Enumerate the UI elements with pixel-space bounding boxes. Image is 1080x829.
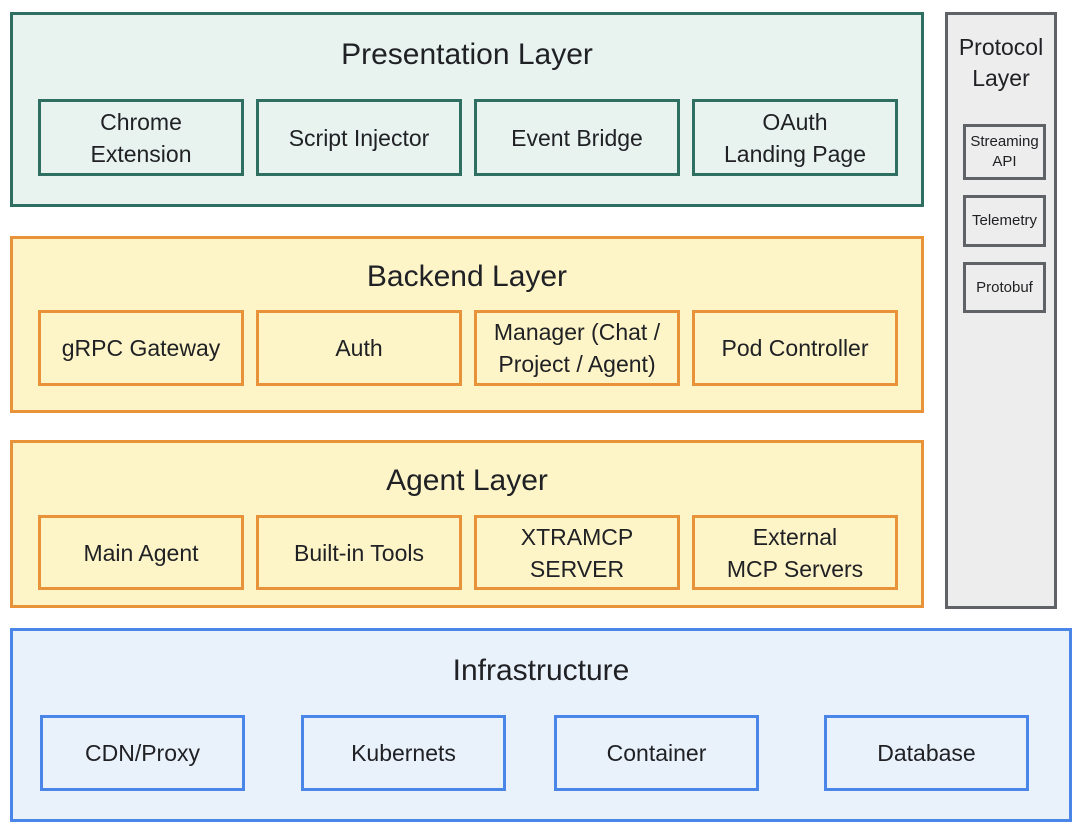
pod-controller-box: Pod Controller: [692, 310, 898, 386]
grpc-gateway-box: gRPC Gateway: [38, 310, 244, 386]
script-injector-box: Script Injector: [256, 99, 462, 176]
built-in-tools-box: Built-in Tools: [256, 515, 462, 590]
container-box: Container: [554, 715, 759, 791]
backend-layer-title: Backend Layer: [366, 260, 568, 293]
infrastructure-layer-title: Infrastructure: [452, 654, 630, 687]
kubernets-box: Kubernets: [301, 715, 506, 791]
presentation-layer-title: Presentation Layer: [341, 38, 593, 71]
agent-layer-title: Agent Layer: [386, 464, 548, 497]
event-bridge-box: Event Bridge: [474, 99, 680, 176]
auth-box: Auth: [256, 310, 462, 386]
streaming-api-box: Streaming API: [963, 124, 1046, 180]
backend-layer: Backend Layer gRPC Gateway Auth Manager …: [10, 236, 924, 413]
agent-layer: Agent Layer Main Agent Built-in Tools XT…: [10, 440, 924, 608]
xtramcp-server-box: XTRAMCP SERVER: [474, 515, 680, 590]
infrastructure-layer: Infrastructure CDN/Proxy Kubernets Conta…: [10, 628, 1072, 822]
protocol-layer-title: Protocol Layer: [958, 34, 1044, 91]
chrome-extension-box: Chrome Extension: [38, 99, 244, 176]
oauth-landing-page-box: OAuth Landing Page: [692, 99, 898, 176]
manager-box: Manager (Chat / Project / Agent): [474, 310, 680, 386]
telemetry-box: Telemetry: [963, 195, 1046, 247]
presentation-layer: Presentation Layer Chrome Extension Scri…: [10, 12, 924, 207]
protocol-layer: Protocol Layer Streaming API Telemetry P…: [945, 12, 1057, 609]
cdn-proxy-box: CDN/Proxy: [40, 715, 245, 791]
external-mcp-servers-box: External MCP Servers: [692, 515, 898, 590]
main-agent-box: Main Agent: [38, 515, 244, 590]
database-box: Database: [824, 715, 1029, 791]
protobuf-box: Protobuf: [963, 262, 1046, 313]
